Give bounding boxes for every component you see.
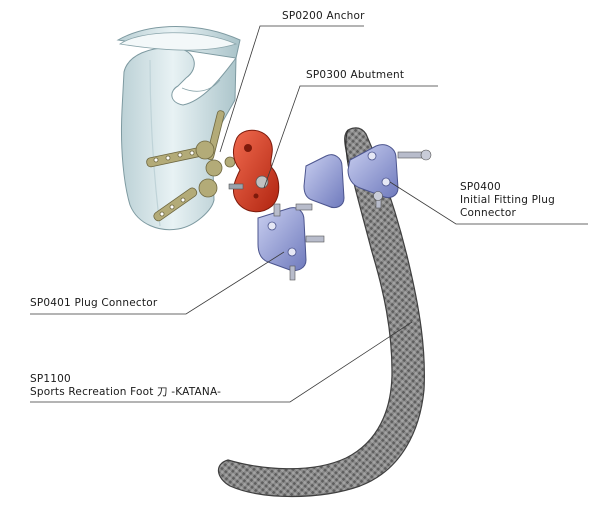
rear-connector (295, 154, 345, 211)
part-name: Sports Recreation Foot 刀 -KATANA- (30, 386, 222, 398)
part-name: Plug Connector (74, 297, 158, 309)
label-sp0200-anchor: SP0200 Anchor (282, 10, 365, 23)
part-name: Abutment (350, 69, 405, 81)
anchor-plate (146, 110, 236, 222)
leader-sp0400 (389, 181, 588, 225)
leader-sp0401 (30, 251, 285, 315)
label-sp0400-initial-fitting-plug-connector: SP0400 Initial Fitting Plug Connector (460, 181, 555, 220)
part-name-line1: Initial Fitting Plug (460, 194, 555, 206)
leader-sp1100 (30, 321, 413, 403)
part-code: SP0200 (282, 10, 323, 22)
label-sp1100-katana-foot: SP1100 Sports Recreation Foot 刀 -KATANA- (30, 373, 221, 399)
abutment (228, 129, 280, 213)
leader-lines (30, 25, 588, 403)
part-code: SP0401 (30, 297, 71, 309)
label-sp0401-plug-connector: SP0401 Plug Connector (30, 297, 157, 310)
part-name: Anchor (326, 10, 365, 22)
part-code: SP0400 (460, 181, 501, 193)
leader-sp0300 (263, 85, 438, 189)
label-sp0300-abutment: SP0300 Abutment (306, 69, 404, 82)
part-code: SP0300 (306, 69, 347, 81)
plug-connector (257, 203, 325, 281)
part-name-line2: Connector (460, 207, 516, 219)
part-code: SP1100 (30, 373, 71, 385)
leader-sp0200 (219, 25, 364, 153)
